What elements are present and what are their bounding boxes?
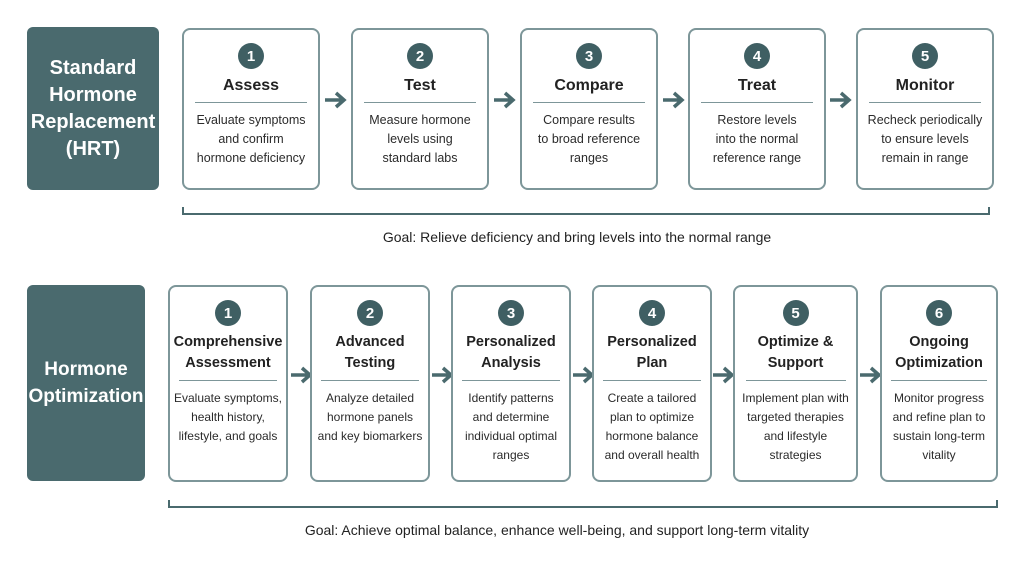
divider (364, 102, 476, 103)
hrt-goal-text: Goal: Relieve deficiency and bring level… (382, 229, 772, 245)
step-description: Analyze detailed hormone panels and key … (317, 391, 423, 443)
optimization-goal-bracket (168, 500, 998, 508)
arrow-right-icon (860, 366, 882, 384)
optimization-step-card: 1 Comprehensive Assessment Evaluate symp… (168, 285, 288, 482)
step-title: Monitor (895, 77, 955, 94)
optimization-step-card: 5 Optimize & Support Implement plan with… (733, 285, 858, 482)
optimization-step-card: 3 Personalized Analysis Identify pattern… (451, 285, 571, 482)
step-description: Create a tailored plan to optimize hormo… (604, 391, 700, 462)
step-number-badge: 3 (576, 43, 602, 69)
step-description: Evaluate symptoms and confirm hormone de… (196, 113, 306, 165)
hrt-step-card: 4 Treat Restore levels into the normal r… (688, 28, 826, 190)
step-number-badge: 5 (912, 43, 938, 69)
step-number-badge: 1 (238, 43, 264, 69)
step-number-badge: 2 (357, 300, 383, 326)
step-title: Personalized Plan (607, 334, 697, 371)
optimization-step-card: 2 Advanced Testing Analyze detailed horm… (310, 285, 430, 482)
arrow-right-icon (663, 91, 685, 109)
arrow-right-icon (830, 91, 852, 109)
divider (891, 380, 987, 381)
step-title: Comprehensive Assessment (173, 334, 283, 371)
step-description: Evaluate symptoms, health history, lifes… (173, 391, 283, 443)
divider (603, 380, 701, 381)
step-description: Monitor progress and refine plan to sust… (892, 391, 986, 462)
step-number-badge: 4 (639, 300, 665, 326)
step-description: Restore levels into the normal reference… (712, 113, 802, 165)
step-description: Identify patterns and determine individu… (464, 391, 558, 462)
step-description: Implement plan with targeted therapies a… (742, 391, 849, 462)
divider (869, 102, 981, 103)
step-number-badge: 1 (215, 300, 241, 326)
step-title: Test (404, 77, 436, 94)
step-description: Measure hormone levels using standard la… (369, 113, 471, 165)
arrow-right-icon (325, 91, 347, 109)
divider (195, 102, 307, 103)
step-number-badge: 3 (498, 300, 524, 326)
divider (533, 102, 645, 103)
step-description: Recheck periodically to ensure levels re… (867, 113, 983, 165)
optimization-label: Hormone Optimization (27, 285, 145, 481)
step-title: Advanced Testing (335, 334, 405, 371)
divider (321, 380, 419, 381)
divider (462, 380, 560, 381)
arrow-right-icon (713, 366, 735, 384)
step-title: Treat (737, 77, 777, 94)
step-title: Personalized Analysis (466, 334, 556, 371)
step-number-badge: 6 (926, 300, 952, 326)
step-description: Compare results to broad reference range… (537, 113, 641, 165)
arrow-right-icon (494, 91, 516, 109)
divider (701, 102, 813, 103)
hrt-step-card: 2 Test Measure hormone levels using stan… (351, 28, 489, 190)
hrt-step-card: 3 Compare Compare results to broad refer… (520, 28, 658, 190)
step-title: Compare (554, 77, 624, 94)
optimization-step-card: 6 Ongoing Optimization Monitor progress … (880, 285, 998, 482)
optimization-step-card: 4 Personalized Plan Create a tailored pl… (592, 285, 712, 482)
hrt-step-card: 5 Monitor Recheck periodically to ensure… (856, 28, 994, 190)
optimization-goal-text: Goal: Achieve optimal balance, enhance w… (304, 522, 810, 538)
step-title: Ongoing Optimization (895, 334, 983, 371)
divider (745, 380, 846, 381)
step-title: Assess (222, 77, 280, 94)
hrt-step-card: 1 Assess Evaluate symptoms and confirm h… (182, 28, 320, 190)
step-title: Optimize & Support (757, 334, 834, 371)
divider (179, 380, 277, 381)
hrt-goal-bracket (182, 207, 990, 215)
hrt-label: Standard Hormone Replacement (HRT) (27, 27, 159, 190)
step-number-badge: 4 (744, 43, 770, 69)
step-number-badge: 5 (782, 300, 809, 326)
step-number-badge: 2 (407, 43, 433, 69)
